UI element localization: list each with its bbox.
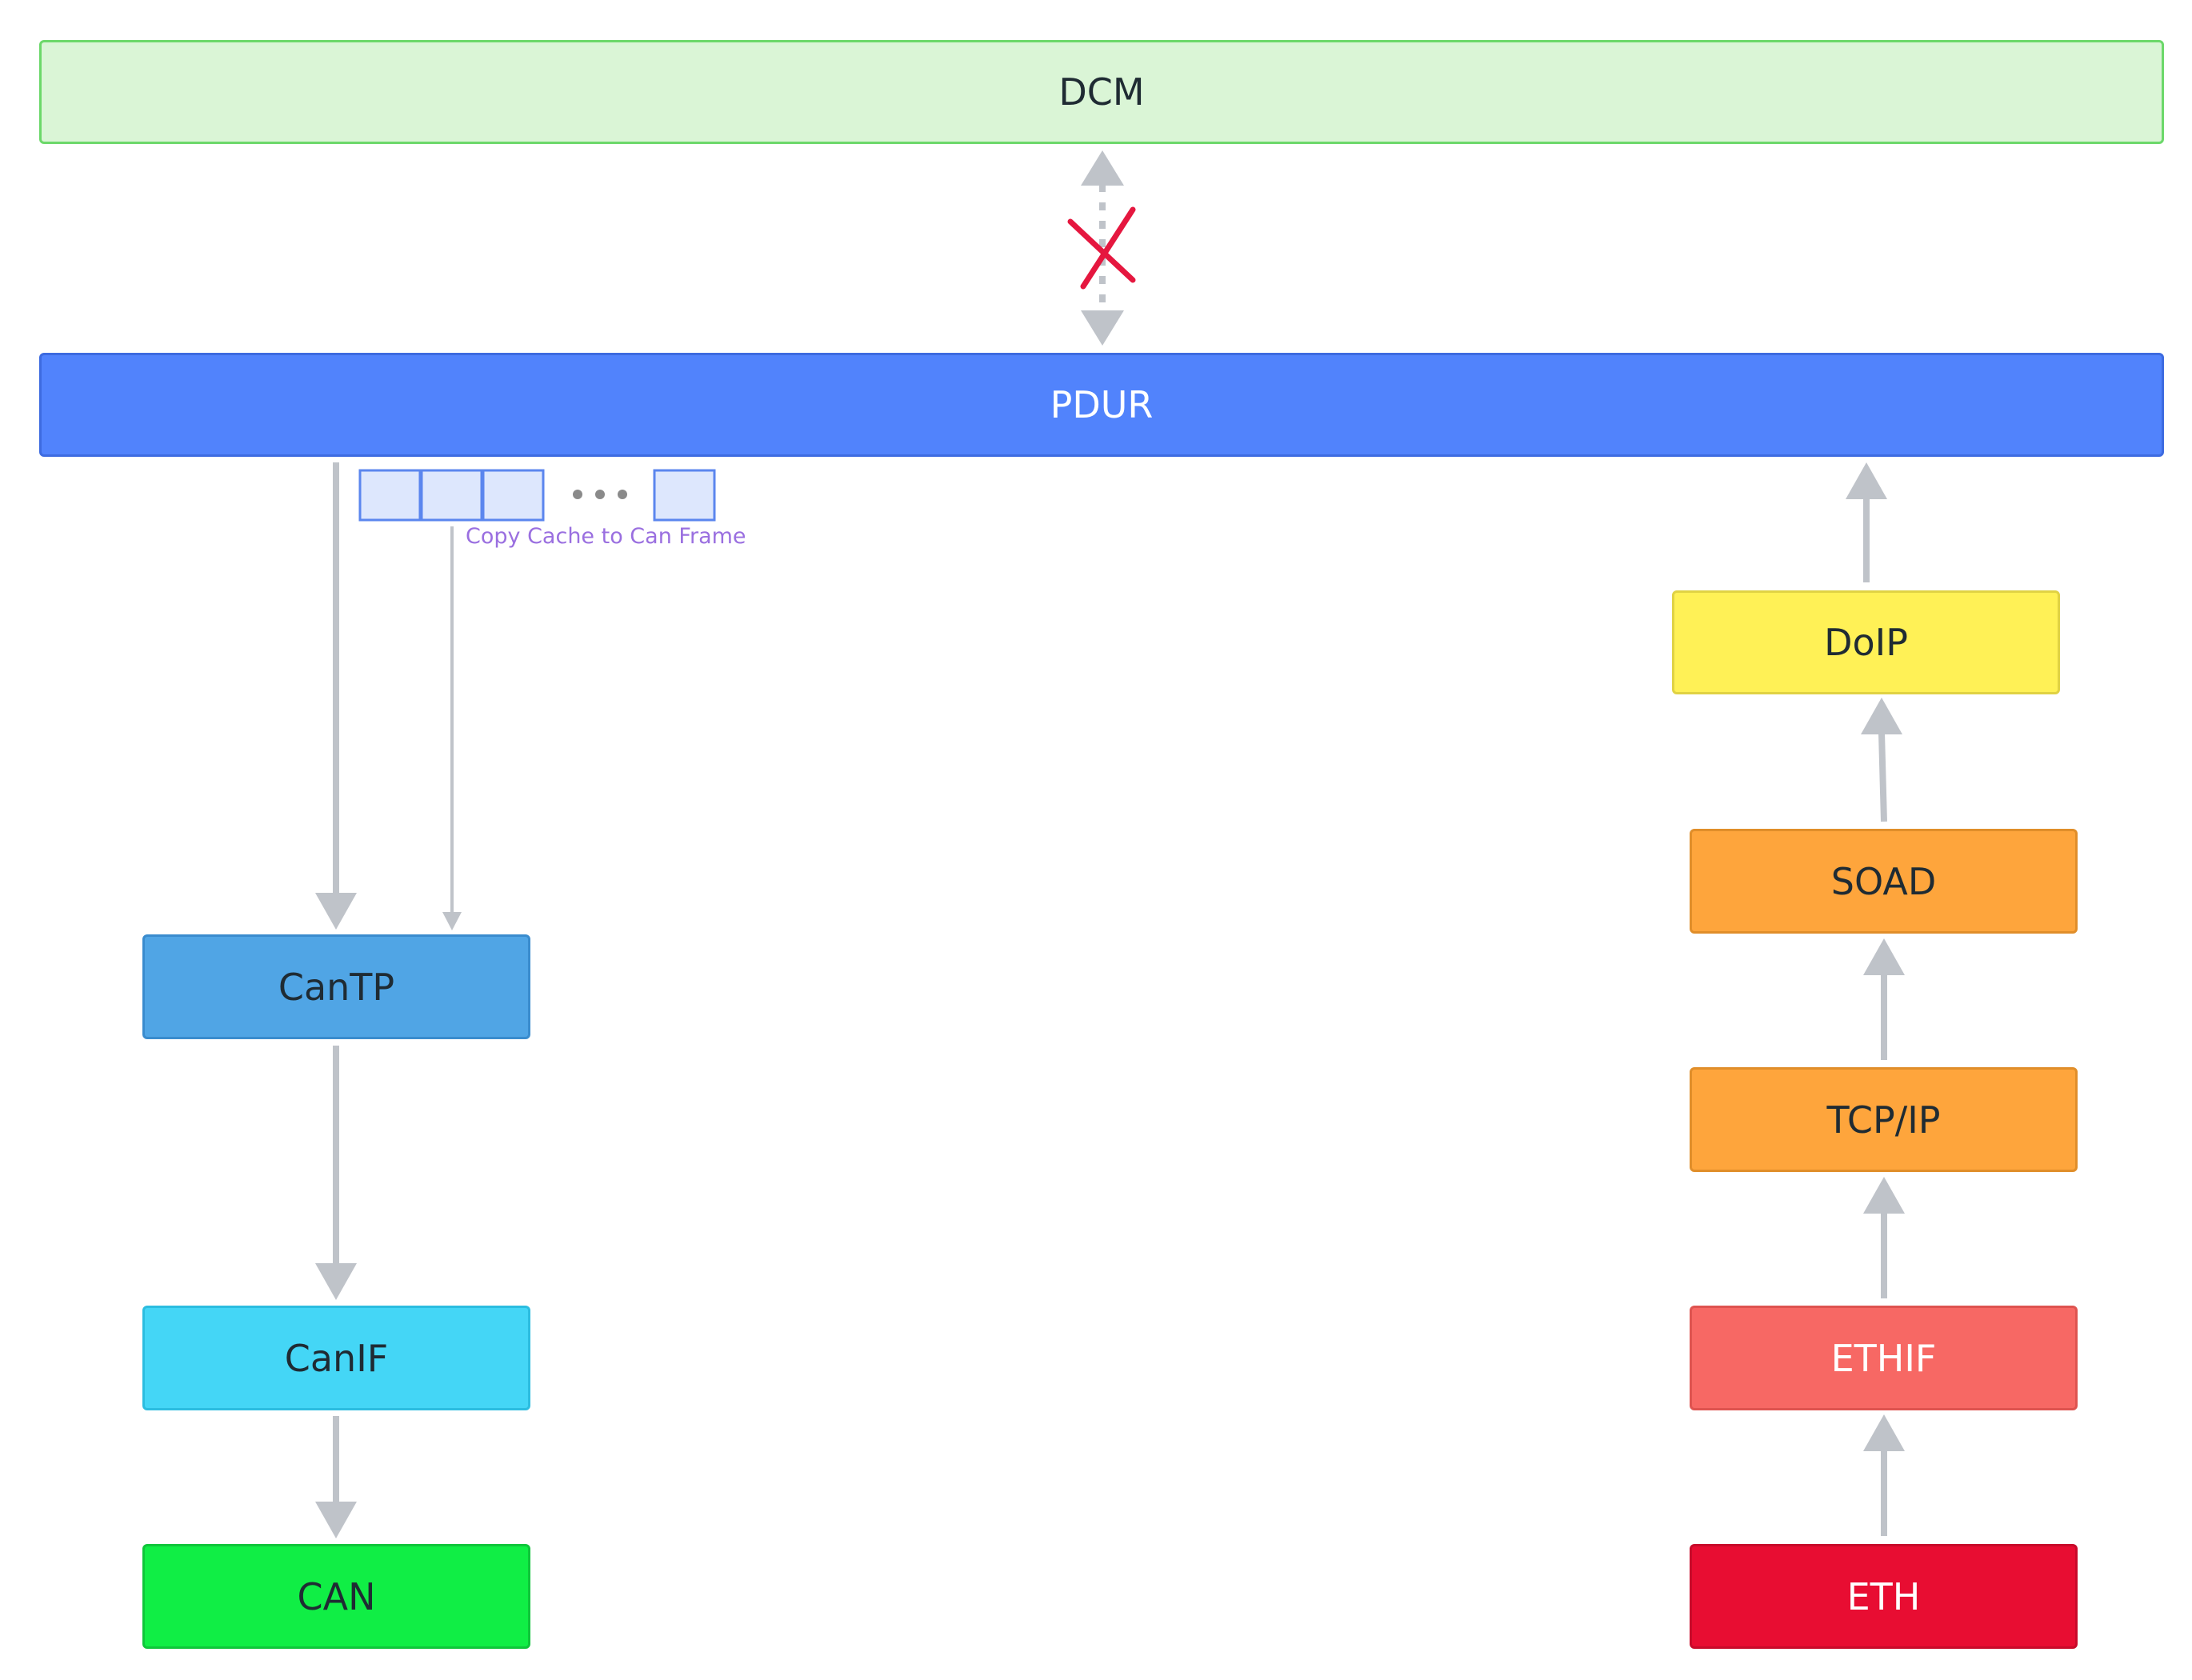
cross-mark-stroke-a: [1067, 218, 1136, 283]
eth-label: ETH: [1846, 1574, 1921, 1618]
arrowhead-down-pdur: [1081, 310, 1124, 346]
arrowhead-down-copy-cache: [442, 912, 462, 930]
arrowhead-up-soad: [1863, 938, 1905, 975]
can-block: CAN: [142, 1544, 530, 1649]
cross-mark-stroke-b: [1080, 206, 1136, 290]
doip-label: DoIP: [1824, 621, 1908, 664]
buffer-cell: [358, 469, 422, 522]
buffer-cell: [653, 469, 716, 522]
arrowhead-up-doip: [1861, 698, 1902, 734]
arrowhead-up-dcm: [1081, 150, 1124, 186]
cantp-block: CanTP: [142, 934, 530, 1039]
doip-block: DoIP: [1672, 590, 2060, 694]
pdur-block: PDUR: [39, 353, 2164, 457]
arrowhead-down-canif: [315, 1263, 357, 1300]
copy-cache-annotation: Copy Cache to Can Frame: [466, 524, 746, 549]
arrowhead-down-cantp: [315, 893, 357, 930]
arrowhead-up-pdur: [1846, 462, 1887, 499]
ethif-block: ETHIF: [1690, 1306, 2078, 1410]
ethif-label: ETHIF: [1830, 1336, 1937, 1380]
canif-block: CanIF: [142, 1306, 530, 1410]
canif-label: CanIF: [284, 1336, 389, 1380]
dcm-block: DCM: [39, 40, 2164, 144]
arrowhead-up-ethif: [1863, 1414, 1905, 1451]
soad-label: SOAD: [1830, 859, 1937, 903]
tcpip-block: TCP/IP: [1690, 1067, 2078, 1172]
ellipsis-dot: [595, 490, 605, 499]
ellipsis-dot: [618, 490, 627, 499]
can-label: CAN: [297, 1574, 376, 1618]
eth-block: ETH: [1690, 1544, 2078, 1649]
ellipsis-dot: [573, 490, 582, 499]
soad-doip-line: [1878, 732, 1887, 822]
buffer-cell: [482, 469, 545, 522]
arrowhead-down-can: [315, 1502, 357, 1538]
pdur-label: PDUR: [1050, 383, 1154, 426]
arrowhead-up-tcpip: [1863, 1177, 1905, 1214]
dcm-label: DCM: [1058, 70, 1145, 114]
soad-block: SOAD: [1690, 829, 2078, 934]
cantp-label: CanTP: [278, 965, 395, 1009]
buffer-cell: [420, 469, 483, 522]
tcpip-label: TCP/IP: [1826, 1098, 1941, 1142]
